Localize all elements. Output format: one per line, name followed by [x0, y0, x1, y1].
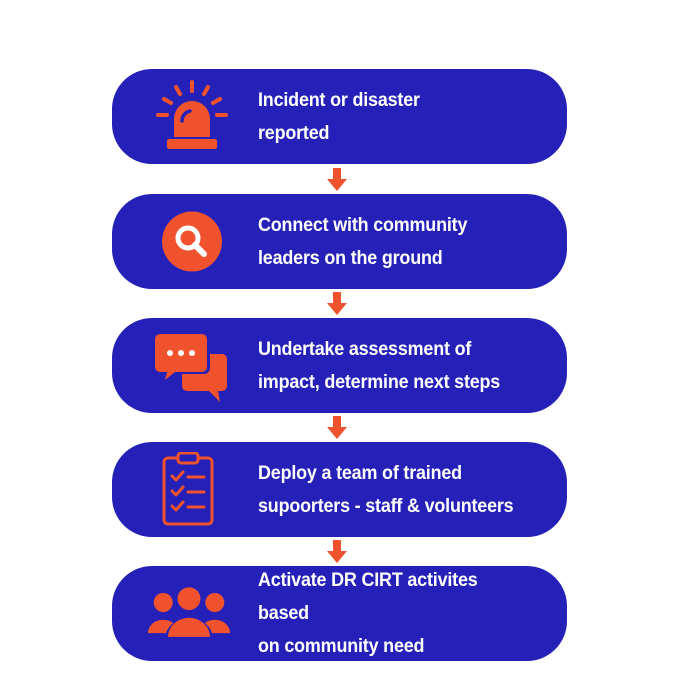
flow-arrow-3 [327, 416, 347, 440]
step-4-label: Deploy a team of trained supoorters - st… [258, 461, 514, 517]
flow-arrow-4 [327, 540, 347, 564]
step-5-label: Activate DR CIRT activites based on comm… [258, 569, 478, 657]
step-3-assessment: Undertake assessment of impact, determin… [112, 318, 567, 413]
clipboard-checklist-icon [152, 452, 232, 527]
siren-alarm-icon [152, 79, 232, 154]
group-people-icon [147, 576, 232, 651]
chat-bubbles-icon [152, 328, 232, 403]
flow-arrow-1 [327, 168, 347, 192]
step-2-connect-leaders: Connect with community leaders on the gr… [112, 194, 567, 289]
step-1-incident-reported: Incident or disaster reported [112, 69, 567, 164]
step-5-activate-dr-cirt: Activate DR CIRT activites based on comm… [112, 566, 567, 661]
flow-arrow-2 [327, 292, 347, 316]
step-2-label: Connect with community leaders on the gr… [258, 213, 468, 269]
step-1-label: Incident or disaster reported [258, 88, 420, 144]
search-icon [152, 204, 232, 279]
step-4-deploy-team: Deploy a team of trained supoorters - st… [112, 442, 567, 537]
step-3-label: Undertake assessment of impact, determin… [258, 337, 501, 393]
